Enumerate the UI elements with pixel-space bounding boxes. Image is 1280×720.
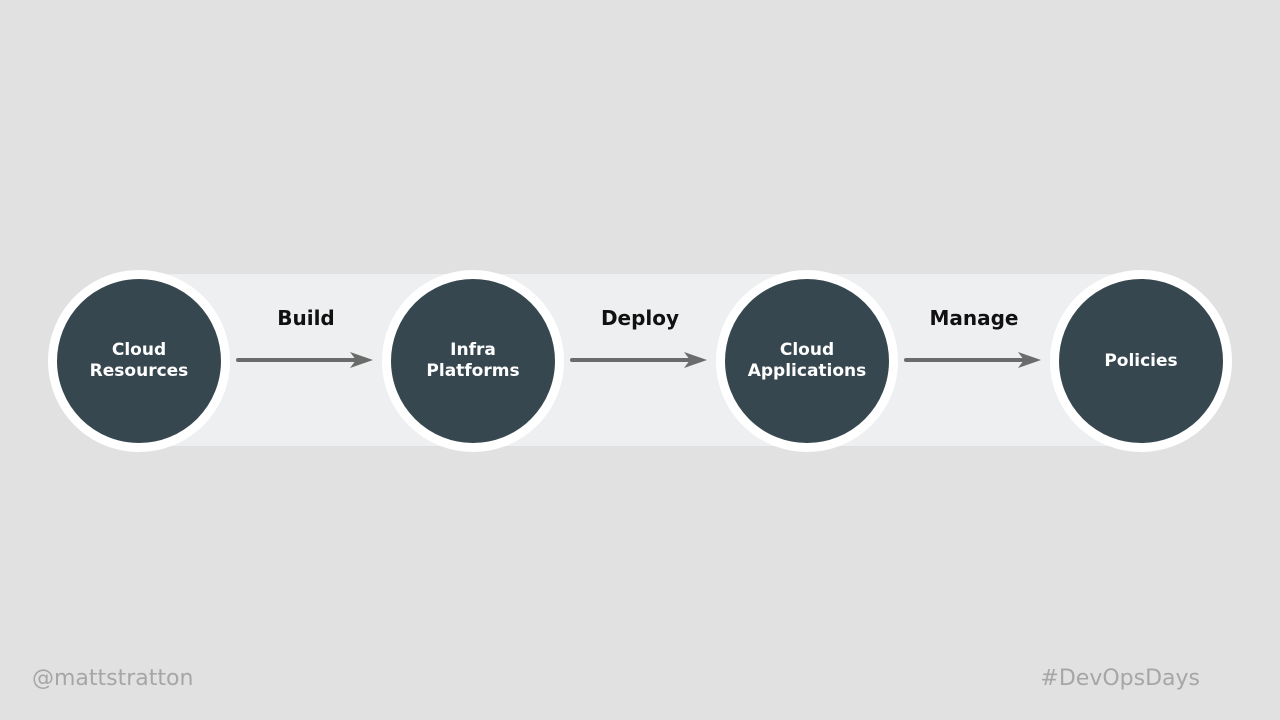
arrow-right-icon [236, 352, 373, 368]
node-label: Cloud Resources [89, 340, 189, 381]
edge-label-build: Build [277, 306, 335, 330]
node-cloud-applications: Cloud Applications [716, 270, 898, 452]
footer-hashtag: #DevOpsDays [1040, 666, 1200, 691]
arrow-right-icon [570, 352, 707, 368]
node-label: Infra Platforms [426, 340, 520, 381]
node-cloud-resources: Cloud Resources [48, 270, 230, 452]
edge-label-deploy: Deploy [600, 306, 680, 330]
node-label: Cloud Applications [747, 340, 867, 381]
edge-label-manage: Manage [929, 306, 1019, 330]
node-label: Policies [1104, 350, 1178, 371]
arrow-right-icon [904, 352, 1041, 368]
node-infra-platforms: Infra Platforms [382, 270, 564, 452]
node-policies: Policies [1050, 270, 1232, 452]
footer-handle: @mattstratton [32, 666, 194, 691]
